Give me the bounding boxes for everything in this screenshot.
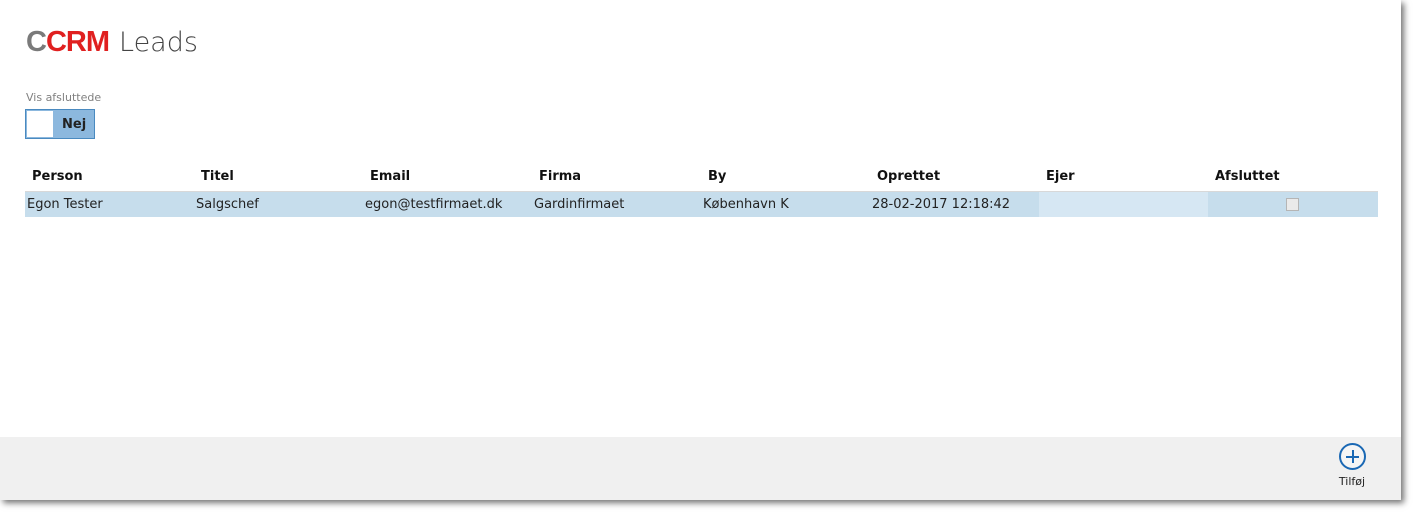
column-header-oprettet[interactable]: Oprettet (870, 162, 1039, 192)
logo-letter-c: C (26, 25, 47, 58)
logo-letters-crm: CRM (45, 25, 110, 58)
show-closed-label: Vis afsluttede (26, 91, 102, 104)
ccrm-logo: CCRM (26, 25, 110, 58)
leads-table: Person Titel Email Firma By Oprettet Eje… (25, 162, 1378, 217)
cell-titel: Salgschef (194, 191, 363, 217)
column-header-person[interactable]: Person (25, 162, 194, 192)
column-header-ejer[interactable]: Ejer (1039, 162, 1208, 192)
column-header-titel[interactable]: Titel (194, 162, 363, 192)
column-header-by[interactable]: By (701, 162, 870, 192)
cell-firma: Gardinfirmaet (532, 191, 701, 217)
show-closed-toggle[interactable]: Nej (25, 109, 95, 139)
column-header-firma[interactable]: Firma (532, 162, 701, 192)
add-button-label: Tilføj (1338, 475, 1366, 488)
cell-email: egon@testfirmaet.dk (363, 191, 532, 217)
column-header-afsluttet[interactable]: Afsluttet (1208, 162, 1378, 192)
table-header-row: Person Titel Email Firma By Oprettet Eje… (25, 162, 1378, 192)
cell-afsluttet (1208, 191, 1378, 217)
table-row[interactable]: Egon Tester Salgschef egon@testfirmaet.d… (25, 191, 1378, 217)
toggle-value: Nej (62, 116, 87, 132)
plus-circle-icon (1338, 443, 1366, 470)
afsluttet-checkbox[interactable] (1286, 198, 1299, 211)
cell-by: København K (701, 191, 870, 217)
app-bar (0, 437, 1401, 500)
cell-ejer (1039, 191, 1208, 217)
app-window: CCRM Leads Vis afsluttede Nej Person Tit… (0, 22, 1401, 500)
page-title: Leads (119, 26, 198, 58)
column-header-email[interactable]: Email (363, 162, 532, 192)
add-button[interactable]: Tilføj (1332, 443, 1372, 488)
toggle-knob (27, 111, 53, 137)
page-header: CCRM Leads (26, 22, 198, 62)
cell-oprettet: 28-02-2017 12:18:42 (870, 191, 1039, 217)
cell-person: Egon Tester (25, 191, 194, 217)
